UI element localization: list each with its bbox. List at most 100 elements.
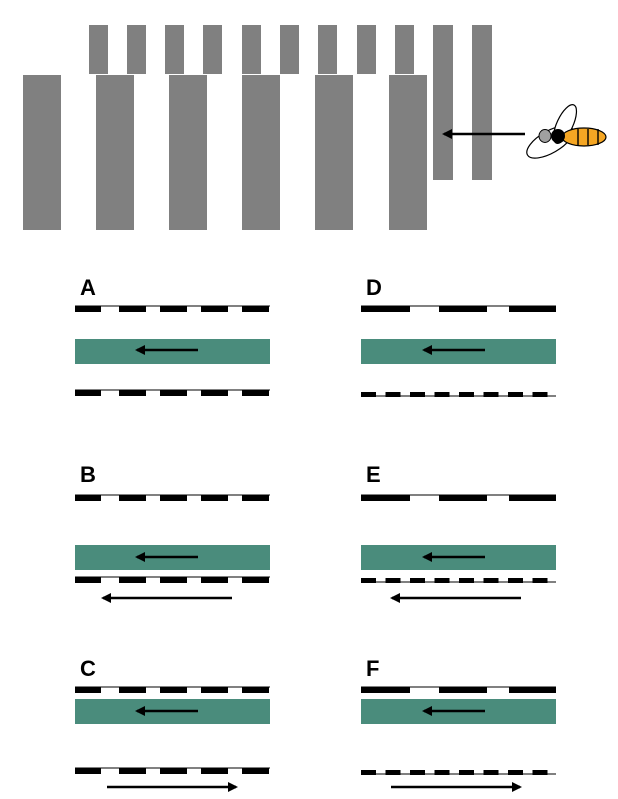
- panel-F: F: [361, 656, 556, 792]
- back-stripe: [318, 25, 337, 74]
- pattern-block: [242, 390, 269, 396]
- pattern-block: [119, 687, 146, 693]
- corridor-illustration: [23, 25, 607, 230]
- pattern-block: [483, 770, 499, 775]
- pattern-block: [201, 577, 228, 583]
- pattern-block: [201, 495, 228, 501]
- pattern-block: [119, 768, 146, 774]
- pattern-block: [508, 392, 523, 397]
- channel: [361, 339, 556, 364]
- pattern-block: [385, 578, 401, 583]
- pattern-block: [160, 687, 187, 693]
- back-stripe: [472, 25, 492, 180]
- pattern-block: [483, 578, 499, 583]
- front-stripe: [315, 75, 353, 230]
- back-stripe: [357, 25, 376, 74]
- back-stripe: [89, 25, 108, 74]
- back-stripe: [242, 25, 261, 74]
- pattern-block: [508, 770, 523, 775]
- panel-label: A: [80, 275, 96, 300]
- pattern-block: [201, 390, 228, 396]
- pattern-block: [119, 390, 146, 396]
- panel-A: A: [75, 275, 270, 396]
- pattern-block: [160, 306, 187, 312]
- back-stripe: [280, 25, 299, 74]
- front-stripe: [96, 75, 134, 230]
- panel-label: D: [366, 275, 382, 300]
- panel-pattern: [75, 686, 270, 693]
- pattern-block: [509, 306, 556, 312]
- pattern-block: [361, 770, 376, 775]
- panel-label: E: [366, 462, 381, 487]
- pattern-block: [385, 770, 401, 775]
- pattern-block: [242, 768, 269, 774]
- pattern-block: [459, 392, 474, 397]
- panel-E: E: [361, 462, 556, 603]
- pattern-block: [439, 306, 487, 312]
- pattern-block: [75, 687, 101, 693]
- panel-pattern: [361, 578, 556, 583]
- pattern-block: [361, 495, 410, 501]
- front-stripe: [242, 75, 280, 230]
- panel-B: B: [75, 462, 270, 603]
- pattern-block: [459, 578, 474, 583]
- panel-pattern: [361, 686, 556, 693]
- pattern-block: [201, 306, 228, 312]
- pattern-block: [410, 770, 425, 775]
- front-stripe: [23, 75, 61, 230]
- pattern-block: [361, 578, 376, 583]
- bee-body: [561, 127, 607, 147]
- pattern-block: [160, 577, 187, 583]
- back-stripe: [203, 25, 222, 74]
- pattern-block: [160, 768, 187, 774]
- pattern-block: [201, 687, 228, 693]
- panel-pattern: [75, 389, 270, 396]
- pattern-block: [439, 687, 487, 693]
- back-stripe: [165, 25, 184, 74]
- pattern-block: [119, 577, 146, 583]
- pattern-block: [509, 495, 556, 501]
- back-stripe: [127, 25, 146, 74]
- panel-pattern: [361, 494, 556, 501]
- channel: [75, 339, 270, 364]
- pattern-block: [434, 392, 450, 397]
- pattern-block: [160, 495, 187, 501]
- pattern-block: [361, 306, 410, 312]
- back-stripe: [433, 25, 453, 180]
- back-stripe: [395, 25, 414, 74]
- pattern-block: [434, 578, 450, 583]
- back-stripes: [89, 25, 492, 180]
- panel-pattern: [361, 770, 556, 775]
- panel-pattern: [75, 576, 270, 583]
- pattern-block: [75, 390, 101, 396]
- pattern-block: [532, 770, 548, 775]
- pattern-block: [242, 495, 269, 501]
- pattern-block: [201, 768, 228, 774]
- bee-icon: [526, 104, 607, 159]
- pattern-block: [75, 306, 101, 312]
- front-stripe: [389, 75, 427, 230]
- bee-head: [551, 129, 565, 143]
- panel-label: F: [366, 656, 379, 681]
- panel-pattern: [75, 494, 270, 501]
- pattern-block: [242, 306, 269, 312]
- pattern-block: [439, 495, 487, 501]
- pattern-block: [410, 392, 425, 397]
- bee-eye: [538, 129, 552, 143]
- pattern-block: [509, 687, 556, 693]
- panel-label: B: [80, 462, 96, 487]
- pattern-block: [361, 392, 376, 397]
- panel-pattern: [361, 392, 556, 397]
- pattern-block: [242, 687, 269, 693]
- pattern-block: [385, 392, 401, 397]
- pattern-block: [483, 392, 499, 397]
- pattern-block: [119, 495, 146, 501]
- panel-pattern: [75, 305, 270, 312]
- pattern-block: [75, 495, 101, 501]
- panel-pattern: [361, 305, 556, 312]
- pattern-block: [160, 390, 187, 396]
- panel-pattern: [75, 767, 270, 774]
- panel-C: C: [75, 656, 270, 792]
- pattern-block: [508, 578, 523, 583]
